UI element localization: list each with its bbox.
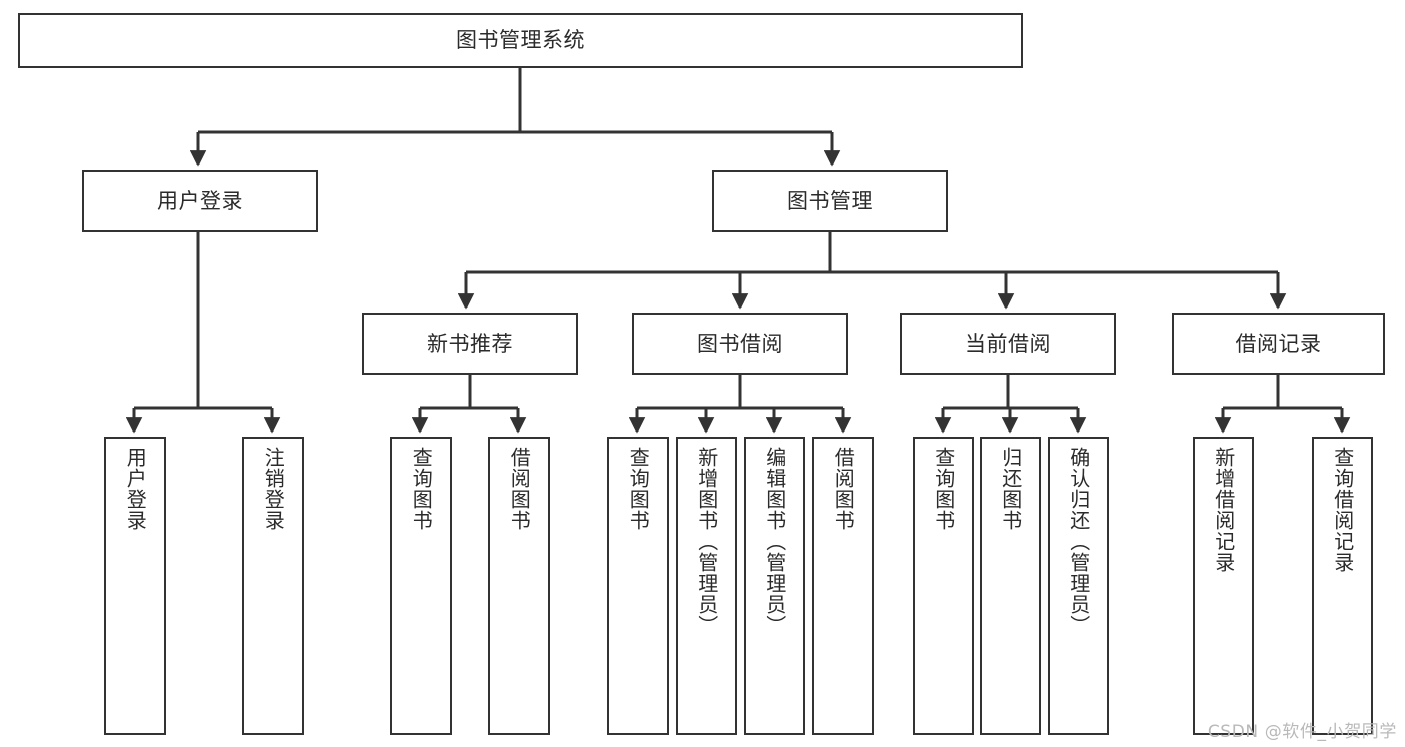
node-book-borrow[interactable]: 图书借阅: [632, 313, 848, 375]
node-root-system[interactable]: 图书管理系统: [18, 13, 1023, 68]
node-leaf-newbook-borrow[interactable]: 借阅图书: [488, 437, 550, 735]
node-leaf-currentborrow-confirm[interactable]: 确认归还（管理员）: [1048, 437, 1109, 735]
node-leaf-bookborrow-borrow[interactable]: 借阅图书: [812, 437, 874, 735]
node-leaf-bookborrow-add[interactable]: 新增图书（管理员）: [676, 437, 737, 735]
node-leaf-newbook-borrow-label: 借阅图书: [507, 447, 532, 531]
node-user-login-label: 用户登录: [157, 188, 243, 213]
node-book-management-label: 图书管理: [787, 188, 873, 213]
node-leaf-borrowrecords-query-label: 查询借阅记录: [1330, 447, 1355, 573]
node-leaf-user-login-login-label: 用户登录: [123, 447, 148, 531]
node-leaf-currentborrow-confirm-label: 确认归还（管理员）: [1066, 447, 1091, 636]
node-leaf-currentborrow-return[interactable]: 归还图书: [980, 437, 1041, 735]
node-leaf-currentborrow-query[interactable]: 查询图书: [913, 437, 974, 735]
node-leaf-borrowrecords-add-label: 新增借阅记录: [1211, 447, 1236, 573]
node-root-system-label: 图书管理系统: [456, 28, 585, 53]
node-current-borrow[interactable]: 当前借阅: [900, 313, 1116, 375]
node-leaf-bookborrow-edit[interactable]: 编辑图书（管理员）: [744, 437, 805, 735]
csdn-watermark: CSDN @软件_小贺同学: [1207, 722, 1397, 742]
node-user-login[interactable]: 用户登录: [82, 170, 318, 232]
node-book-management[interactable]: 图书管理: [712, 170, 948, 232]
node-leaf-currentborrow-return-label: 归还图书: [998, 447, 1023, 531]
node-book-borrow-label: 图书借阅: [697, 331, 783, 356]
node-leaf-currentborrow-query-label: 查询图书: [931, 447, 956, 531]
node-borrow-records[interactable]: 借阅记录: [1172, 313, 1385, 375]
node-leaf-bookborrow-query-label: 查询图书: [626, 447, 651, 531]
node-borrow-records-label: 借阅记录: [1235, 331, 1322, 356]
node-new-book-recommend-label: 新书推荐: [427, 331, 513, 356]
node-leaf-newbook-query[interactable]: 查询图书: [390, 437, 452, 735]
node-leaf-bookborrow-edit-label: 编辑图书（管理员）: [762, 447, 787, 636]
node-leaf-bookborrow-add-label: 新增图书（管理员）: [694, 447, 719, 636]
node-leaf-bookborrow-borrow-label: 借阅图书: [831, 447, 856, 531]
node-leaf-borrowrecords-add[interactable]: 新增借阅记录: [1193, 437, 1254, 735]
node-leaf-borrowrecords-query[interactable]: 查询借阅记录: [1312, 437, 1373, 735]
node-leaf-bookborrow-query[interactable]: 查询图书: [607, 437, 669, 735]
node-leaf-user-login-logout-label: 注销登录: [261, 447, 286, 531]
node-leaf-user-login-logout[interactable]: 注销登录: [242, 437, 304, 735]
node-leaf-newbook-query-label: 查询图书: [409, 447, 434, 531]
node-leaf-user-login-login[interactable]: 用户登录: [104, 437, 166, 735]
node-current-borrow-label: 当前借阅: [965, 331, 1051, 356]
node-new-book-recommend[interactable]: 新书推荐: [362, 313, 578, 375]
